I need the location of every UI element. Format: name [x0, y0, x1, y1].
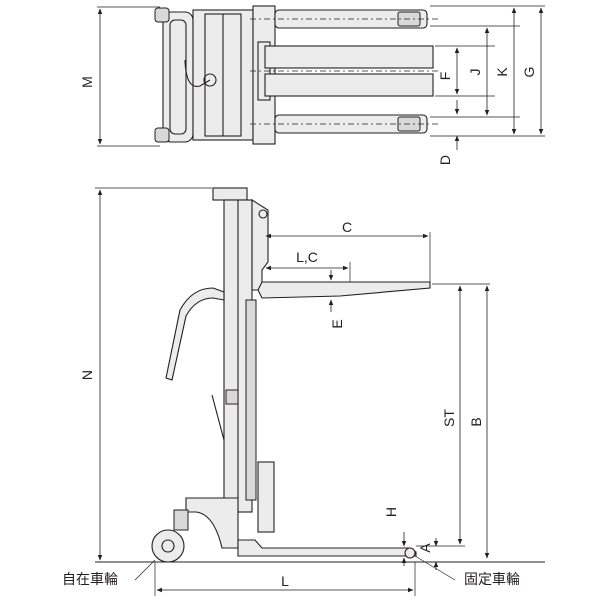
label-L: L	[281, 573, 289, 589]
base-frame	[185, 497, 239, 549]
fork-upper	[257, 281, 431, 299]
free-caster-wheel	[151, 529, 185, 563]
pump-unit	[257, 461, 275, 533]
free-caster-leader	[134, 559, 156, 581]
pump-lever	[211, 394, 225, 441]
fork-lower	[237, 539, 417, 557]
top-fork-inner-lower	[264, 73, 434, 97]
fixed-wheel	[404, 547, 416, 559]
label-M: M	[79, 76, 95, 88]
label-D: D	[437, 155, 453, 165]
label-H: H	[383, 507, 399, 517]
label-K: K	[494, 67, 510, 77]
top-caster-lower	[154, 127, 170, 143]
label-B: B	[468, 417, 484, 426]
top-handle-frame	[162, 11, 194, 143]
label-A: A	[417, 543, 433, 553]
lift-chain	[245, 299, 257, 501]
top-caster-upper	[154, 7, 170, 23]
label-G: G	[521, 67, 537, 78]
label-J: J	[467, 69, 483, 76]
label-free-caster: 自在車輪	[62, 571, 118, 588]
label-LC: L,C	[296, 249, 318, 265]
top-lever	[184, 59, 211, 88]
fixed-wheel-leader	[414, 555, 456, 581]
label-N: N	[79, 370, 95, 380]
label-F: F	[437, 72, 453, 81]
label-C: C	[342, 219, 352, 235]
mast-top	[212, 187, 248, 201]
label-E: E	[329, 319, 345, 328]
label-fixed-wheel: 固定車輪	[464, 571, 520, 588]
label-ST: ST	[441, 409, 457, 427]
top-view	[97, 5, 545, 150]
side-handle	[165, 287, 225, 381]
side-view	[95, 187, 545, 596]
top-fork-inner-upper	[264, 45, 434, 69]
caster-mount	[173, 509, 189, 531]
carriage	[251, 199, 269, 291]
